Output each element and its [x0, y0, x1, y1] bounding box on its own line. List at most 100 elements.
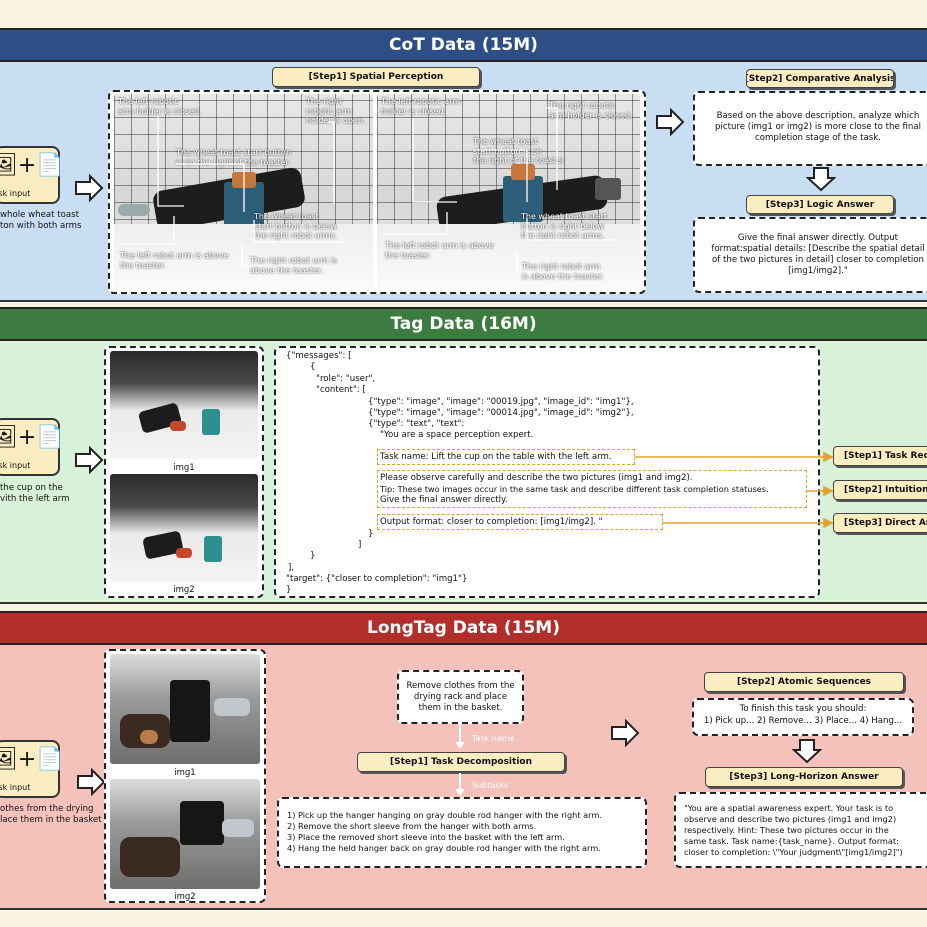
longtag-step1-tag: [Step1] Task Decomposition [357, 752, 565, 772]
tag-code-line-5: {"type": "image", "image": "00014.jpg", … [368, 408, 634, 418]
longtag-input-box [397, 670, 524, 724]
longtag-subtask-4: 4) Hang the held hanger back on gray dou… [287, 843, 601, 853]
longtag-task-label: Task input [0, 783, 31, 792]
longtag-arrow-down-icon [792, 739, 822, 764]
longtag-step3-tag: [Step3] Long-Horizon Answer [705, 767, 903, 787]
cot-photo-2 [377, 94, 640, 288]
tag-title: Tag Data (16M) [390, 314, 537, 334]
longtag-taskname-label: Task name [472, 734, 515, 743]
cot-task-input-box: 🖼+📄 Task input [0, 146, 64, 204]
cot-task-label: Task input [0, 189, 31, 198]
longtag-final-4: same task. Task name:{task_name}. Output… [684, 836, 899, 846]
tag-code-line-0: {"messages": [ [286, 351, 352, 361]
cot-step1-tag: [Step1] Spatial Perception [272, 67, 480, 87]
longtag-final-3: respectively. Hint: These two pictures o… [684, 825, 889, 835]
tag-code-line-2: "role": "user", [316, 374, 376, 384]
longtag-arrow-subtasks-icon [455, 773, 465, 796]
image-doc-icon: 🖼+📄 [0, 747, 64, 772]
tag-code-line-3: "content": [ [316, 385, 366, 395]
longtag-step2-text-1: To finish this task you should: [739, 704, 867, 714]
longtag-arrow-taskname-icon [455, 724, 465, 749]
tag-code-line-8: Task name: Lift the cup on the table wit… [380, 452, 612, 462]
cot-banner: CoT Data (15M) [0, 28, 927, 62]
tag-code-frame [274, 346, 820, 598]
tag-highlight-1 [377, 449, 635, 465]
cot-task-text-2: ton with both arms [0, 221, 82, 231]
cot-step2-text-2: picture (img1 or img2) is more close to … [715, 122, 921, 132]
longtag-task-text-2: lace them in the basket [0, 815, 102, 825]
longtag-step2-box [692, 698, 914, 736]
tag-code-line-18: } [286, 585, 292, 595]
tag-task-input-box: 🖼+📄 Task input [0, 418, 64, 476]
tag-code-line-9: Please observe carefully and describe th… [380, 473, 693, 483]
longtag-title: LongTag Data (15M) [367, 618, 560, 638]
cot-step3-text-4: [img1/img2]." [788, 266, 848, 276]
tag-task-label: Task input [0, 461, 31, 470]
cot-step3-text-1: Give the final answer directly. Output [737, 233, 899, 243]
longtag-input-text-3: them in the basket. [418, 703, 503, 713]
longtag-input-text-2: drying rack and place [413, 692, 508, 702]
longtag-final-2: observe and describe two pictures (img1 … [684, 814, 897, 824]
cot-arrow-2-icon [656, 108, 685, 136]
cot-step3-text-3: of the two pictures in detail] closer to… [712, 255, 924, 265]
tag-code-line-12: Output format: closer to completion: [im… [380, 517, 603, 527]
tag-code-line-6: {"type": "text", "text": [368, 419, 465, 429]
tag-banner: Tag Data (16M) [0, 307, 927, 341]
tag-code-line-16: ], [288, 563, 295, 573]
longtag-subtasks-box [277, 797, 647, 868]
tag-code-line-11: Give the final answer directly. [380, 495, 508, 505]
tag-side-step2: [Step2] Intuition M [833, 480, 927, 500]
longtag-task-input-box: 🖼+📄 Task input [0, 740, 64, 798]
tag-side-step3: [Step3] Direct Ans [833, 513, 927, 533]
tag-code-line-17: "target": {"closer to completion": "img1… [286, 574, 468, 584]
cot-step2-text-3: completion stage of the task. [755, 133, 881, 143]
cot-step2-tag: [Step2] Comparative Analysis [746, 69, 894, 88]
image-doc-icon: 🖼+📄 [0, 425, 64, 450]
longtag-step2-text-2: 1) Pick up... 2) Remove... 3) Place... 4… [703, 716, 903, 726]
tag-connector-lines [635, 451, 834, 529]
tag-code-line-13: } [368, 529, 374, 539]
longtag-subtask-1: 1) Pick up the hanger hanging on gray do… [287, 810, 602, 820]
cot-title: CoT Data (15M) [389, 35, 538, 55]
tag-highlight-2 [377, 470, 807, 508]
longtag-photo-1 [110, 654, 260, 764]
tag-photo-2 [110, 474, 258, 582]
tag-code-line-1: { [310, 362, 316, 372]
cot-photo-1 [114, 94, 373, 288]
tag-img2-caption: img2 [173, 585, 195, 595]
cot-arrow-down-1-icon [806, 167, 836, 192]
longtag-photo-2 [110, 779, 260, 889]
longtag-img1-caption: img1 [174, 768, 196, 778]
tag-photo-1 [110, 351, 258, 459]
cot-step3-tag: [Step3] Logic Answer [746, 195, 894, 214]
tag-task-text-2: vith the left arm [0, 494, 70, 504]
tag-code-line-14: ] [358, 540, 362, 550]
cot-step3-box [693, 217, 927, 293]
tag-side-step1: [Step1] Task Recog [833, 446, 927, 466]
cot-img2-pointer-lines [383, 107, 617, 271]
tag-task-text-1: the cup on the [0, 483, 63, 493]
tag-img1-caption: img1 [173, 463, 195, 473]
longtag-subtask-3: 3) Place the removed short sleeve into t… [287, 832, 565, 842]
longtag-input-text-1: Remove clothes from the [406, 681, 515, 691]
longtag-banner: LongTag Data (15M) [0, 611, 927, 645]
cot-step2-text-1: Based on the above description, analyze … [716, 111, 920, 121]
tag-highlight-3 [377, 514, 663, 530]
tag-code-line-4: {"type": "image", "image": "00019.jpg", … [368, 397, 634, 407]
tag-code-line-10: Tip: These two images occur in the same … [380, 484, 769, 494]
longtag-step3-box [674, 792, 927, 868]
tag-code-line-15: } [310, 551, 316, 561]
longtag-arrow-2-icon [611, 719, 640, 747]
cot-step2-box [693, 91, 927, 166]
longtag-step2-tag: [Step2] Atomic Sequences [704, 672, 904, 692]
